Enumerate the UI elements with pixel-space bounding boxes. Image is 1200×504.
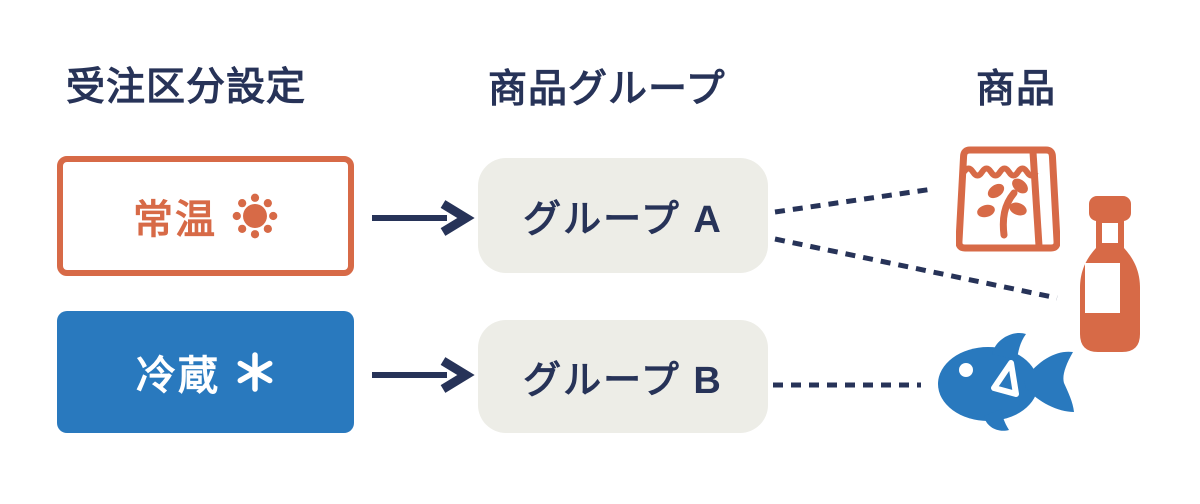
group-a-box: グループ A — [478, 158, 768, 273]
group-b-label: グループ B — [523, 360, 723, 402]
header-order-type: 受注区分設定 — [66, 66, 307, 109]
dotted-line-group-a-to-bag — [774, 186, 934, 215]
order-type-normal-label: 常温 — [133, 198, 217, 242]
arrowhead-group-b — [440, 357, 475, 393]
bottle-icon — [1080, 196, 1140, 352]
snowflake-asterisk-icon — [237, 352, 273, 392]
sun-icon — [232, 193, 278, 239]
order-type-normal-box: 常温 — [57, 156, 354, 276]
group-b-box: グループ B — [478, 320, 768, 433]
order-type-chilled-label: 冷蔵 — [136, 354, 220, 398]
fish-icon — [938, 332, 1074, 431]
header-product: 商品 — [976, 68, 1057, 111]
packaged-food-bag-icon — [956, 146, 1060, 252]
header-product-group: 商品グループ — [488, 68, 726, 111]
arrowhead-group-a — [440, 200, 475, 236]
group-a-label: グループ A — [523, 199, 723, 241]
order-type-chilled-box: 冷蔵 — [57, 311, 354, 433]
